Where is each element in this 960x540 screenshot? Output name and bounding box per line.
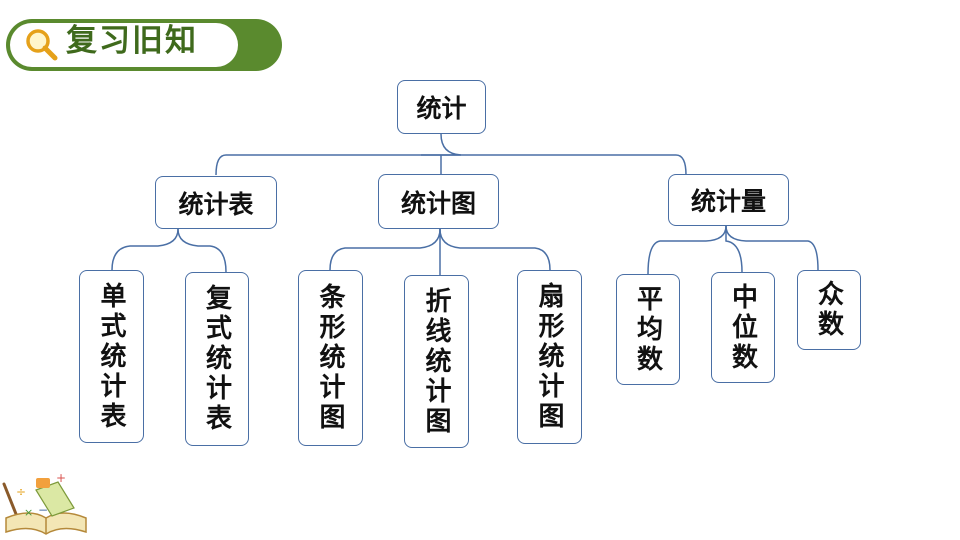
node-median: 中位数 <box>711 272 775 383</box>
svg-text:+: + <box>56 471 66 485</box>
node-root-statistics: 统计 <box>397 80 486 134</box>
svg-text:÷: ÷ <box>16 485 26 499</box>
node-pie-chart: 扇形统计图 <box>517 270 582 444</box>
node-line-chart: 折线统计图 <box>404 275 469 448</box>
node-statistics-chart: 统计图 <box>378 174 499 229</box>
svg-text:−: − <box>38 503 48 517</box>
node-mean: 平均数 <box>616 274 680 385</box>
svg-text:×: × <box>24 506 33 519</box>
math-book-decoration: ÷ × + − <box>0 468 90 540</box>
node-statistics-table: 统计表 <box>155 176 277 229</box>
node-mode: 众数 <box>797 270 861 350</box>
node-bar-chart: 条形统计图 <box>298 270 363 446</box>
node-single-table: 单式统计表 <box>79 270 144 443</box>
node-compound-table: 复式统计表 <box>185 272 249 446</box>
node-statistics-measure: 统计量 <box>668 174 789 226</box>
